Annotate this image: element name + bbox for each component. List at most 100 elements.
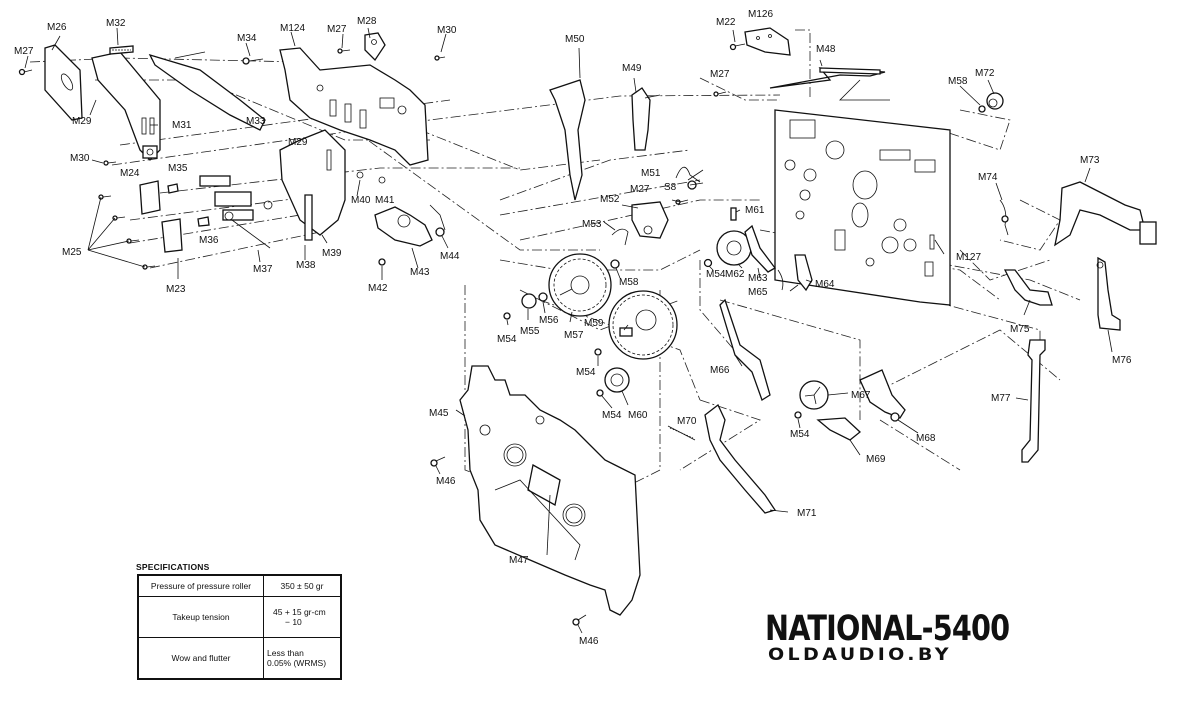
- part-label: M35: [168, 163, 188, 174]
- spec-value: 45 + 15 gr-cm − 10: [263, 596, 342, 638]
- part-label: M61: [745, 205, 765, 216]
- part-label: M59: [584, 318, 604, 329]
- part-label: M54: [576, 367, 596, 378]
- part-label: M34: [237, 33, 257, 44]
- spec-name: Wow and flutter: [137, 637, 264, 680]
- part-label: M45: [429, 408, 449, 419]
- part-label: M51: [641, 168, 661, 179]
- spec-value-text: 350 ± 50 gr: [280, 581, 324, 591]
- flywheels-gears: [503, 253, 829, 419]
- part-label: M67: [851, 390, 871, 401]
- part-label: M57: [564, 330, 584, 341]
- part-label: M26: [47, 22, 67, 33]
- part-label: M54: [790, 429, 810, 440]
- part-label: M43: [410, 267, 430, 278]
- part-label: M30: [70, 153, 90, 164]
- part-label: M124: [280, 23, 305, 34]
- part-label: M58: [948, 76, 968, 87]
- part-label: M41: [375, 195, 395, 206]
- part-label: M29: [72, 116, 92, 127]
- part-label: M44: [440, 251, 460, 262]
- part-label: M28: [357, 16, 377, 27]
- spec-row: Takeup tension 45 + 15 gr-cm − 10: [137, 596, 342, 638]
- spec-value: Less than 0.05% (WRMS): [263, 637, 342, 680]
- part-label: M54: [497, 334, 517, 345]
- part-label: M54: [706, 269, 726, 280]
- part-label: M30: [437, 25, 457, 36]
- part-label: M52: [600, 194, 620, 205]
- specifications-table: Pressure of pressure roller 350 ± 50 gr …: [137, 574, 342, 680]
- part-label: M69: [866, 454, 886, 465]
- part-label: M64: [815, 279, 835, 290]
- part-label: M32: [106, 18, 126, 29]
- part-label: M40: [351, 195, 371, 206]
- right-side-parts: [999, 181, 1157, 463]
- part-label: M27: [630, 184, 650, 195]
- part-label: M47: [509, 555, 529, 566]
- part-label: M37: [253, 264, 273, 275]
- label-leaders: [24, 27, 1113, 634]
- spec-value-text-line2: − 10: [285, 617, 302, 627]
- cassette-cover-m45: [459, 365, 641, 616]
- part-label: M23: [166, 284, 186, 295]
- spec-row: Pressure of pressure roller 350 ± 50 gr: [137, 574, 342, 597]
- part-label: M39: [322, 248, 342, 259]
- mid-mechanism-parts: [611, 166, 813, 292]
- part-label: M77: [991, 393, 1011, 404]
- part-label: M27: [14, 46, 34, 57]
- part-label: M73: [1080, 155, 1100, 166]
- part-label: M71: [797, 508, 817, 519]
- part-label: M65: [748, 287, 768, 298]
- part-label: M22: [716, 17, 736, 28]
- part-label: M62: [725, 269, 745, 280]
- part-label: M63: [748, 273, 768, 284]
- part-label: M25: [62, 247, 82, 258]
- part-label: M127: [956, 252, 981, 263]
- main-deck-plate: [774, 109, 951, 306]
- left-bracket-parts: [44, 44, 266, 161]
- part-label: M54: [602, 410, 622, 421]
- solenoid-assembly: [139, 129, 446, 266]
- part-label: M49: [622, 63, 642, 74]
- spec-value-text-line2: 0.05% (WRMS): [267, 658, 327, 668]
- chassis-plate-m124: [279, 32, 429, 166]
- model-title: NATIONAL-5400: [765, 609, 1010, 649]
- part-label: M38: [296, 260, 316, 271]
- part-label: M66: [710, 365, 730, 376]
- spec-value-text: 45 + 15 gr-cm: [273, 607, 326, 617]
- top-right-parts: [744, 27, 1004, 113]
- part-label: M36: [199, 235, 219, 246]
- spec-name: Takeup tension: [137, 596, 264, 638]
- part-label: M55: [520, 326, 540, 337]
- spec-value: 350 ± 50 gr: [263, 574, 342, 597]
- spec-value-text: Less than: [267, 648, 304, 658]
- part-label: M33: [246, 116, 266, 127]
- part-label: M72: [975, 68, 995, 79]
- part-label: M31: [172, 120, 192, 131]
- part-label: M24: [120, 168, 140, 179]
- site-watermark: OLDAUDIO.BY: [768, 645, 952, 665]
- part-label: M48: [816, 44, 836, 55]
- specifications-heading: SPECIFICATIONS: [136, 562, 210, 572]
- part-label: M53: [582, 219, 602, 230]
- part-label: M58: [619, 277, 639, 288]
- spec-row: Wow and flutter Less than 0.05% (WRMS): [137, 637, 342, 680]
- part-labels: M27 M26 M32 M29 M31 M30 M33 M34 M124 M27…: [14, 9, 1132, 647]
- part-label: M126: [748, 9, 773, 20]
- part-label: S8: [664, 182, 677, 193]
- part-label: M46: [436, 476, 456, 487]
- lower-levers: [667, 298, 906, 514]
- part-label: M75: [1010, 324, 1030, 335]
- part-label: M46: [579, 636, 599, 647]
- part-label: M27: [327, 24, 347, 35]
- levers-m50-m49: [549, 79, 661, 201]
- part-label: M56: [539, 315, 559, 326]
- spec-name: Pressure of pressure roller: [137, 574, 264, 597]
- part-label: M29: [288, 137, 308, 148]
- part-label: M27: [710, 69, 730, 80]
- part-label: M42: [368, 283, 388, 294]
- part-label: M74: [978, 172, 998, 183]
- part-label: M70: [677, 416, 697, 427]
- part-label: M50: [565, 34, 585, 45]
